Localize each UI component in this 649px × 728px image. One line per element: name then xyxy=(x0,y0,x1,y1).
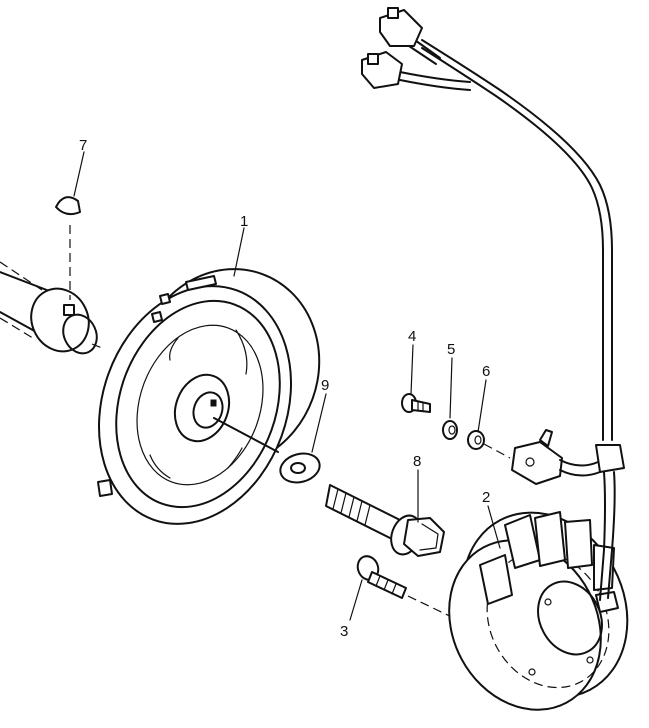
connector-upper xyxy=(379,7,423,47)
flywheel-washer xyxy=(279,452,321,484)
crankshaft xyxy=(0,261,103,355)
wire-harness xyxy=(399,37,625,601)
woodruff-key xyxy=(55,196,81,300)
leader-6 xyxy=(477,379,487,433)
clamp-spring-washer xyxy=(442,420,458,440)
leader-3 xyxy=(349,579,363,621)
leader-9 xyxy=(311,393,327,453)
callout-1: 1 xyxy=(240,213,248,230)
callout-9: 9 xyxy=(321,377,329,394)
leader-7 xyxy=(73,151,85,197)
flywheel xyxy=(97,268,321,525)
stator xyxy=(448,511,629,711)
callout-6: 6 xyxy=(482,363,490,380)
leader-5 xyxy=(449,357,453,419)
clamp-washer xyxy=(467,430,511,459)
callout-3: 3 xyxy=(340,623,348,640)
callout-5: 5 xyxy=(447,341,455,358)
callout-4: 4 xyxy=(408,328,416,345)
leader-2 xyxy=(487,505,501,549)
connector-lower xyxy=(361,51,403,89)
callout-7: 7 xyxy=(79,137,87,154)
stator-screw xyxy=(356,555,463,623)
wire-clamp xyxy=(511,429,563,485)
clamp-bolt xyxy=(401,393,431,413)
callout-8: 8 xyxy=(413,453,421,470)
flywheel-bolt xyxy=(325,484,445,557)
leader-1 xyxy=(233,227,245,277)
callout-2: 2 xyxy=(482,489,490,506)
leader-4 xyxy=(410,344,414,395)
